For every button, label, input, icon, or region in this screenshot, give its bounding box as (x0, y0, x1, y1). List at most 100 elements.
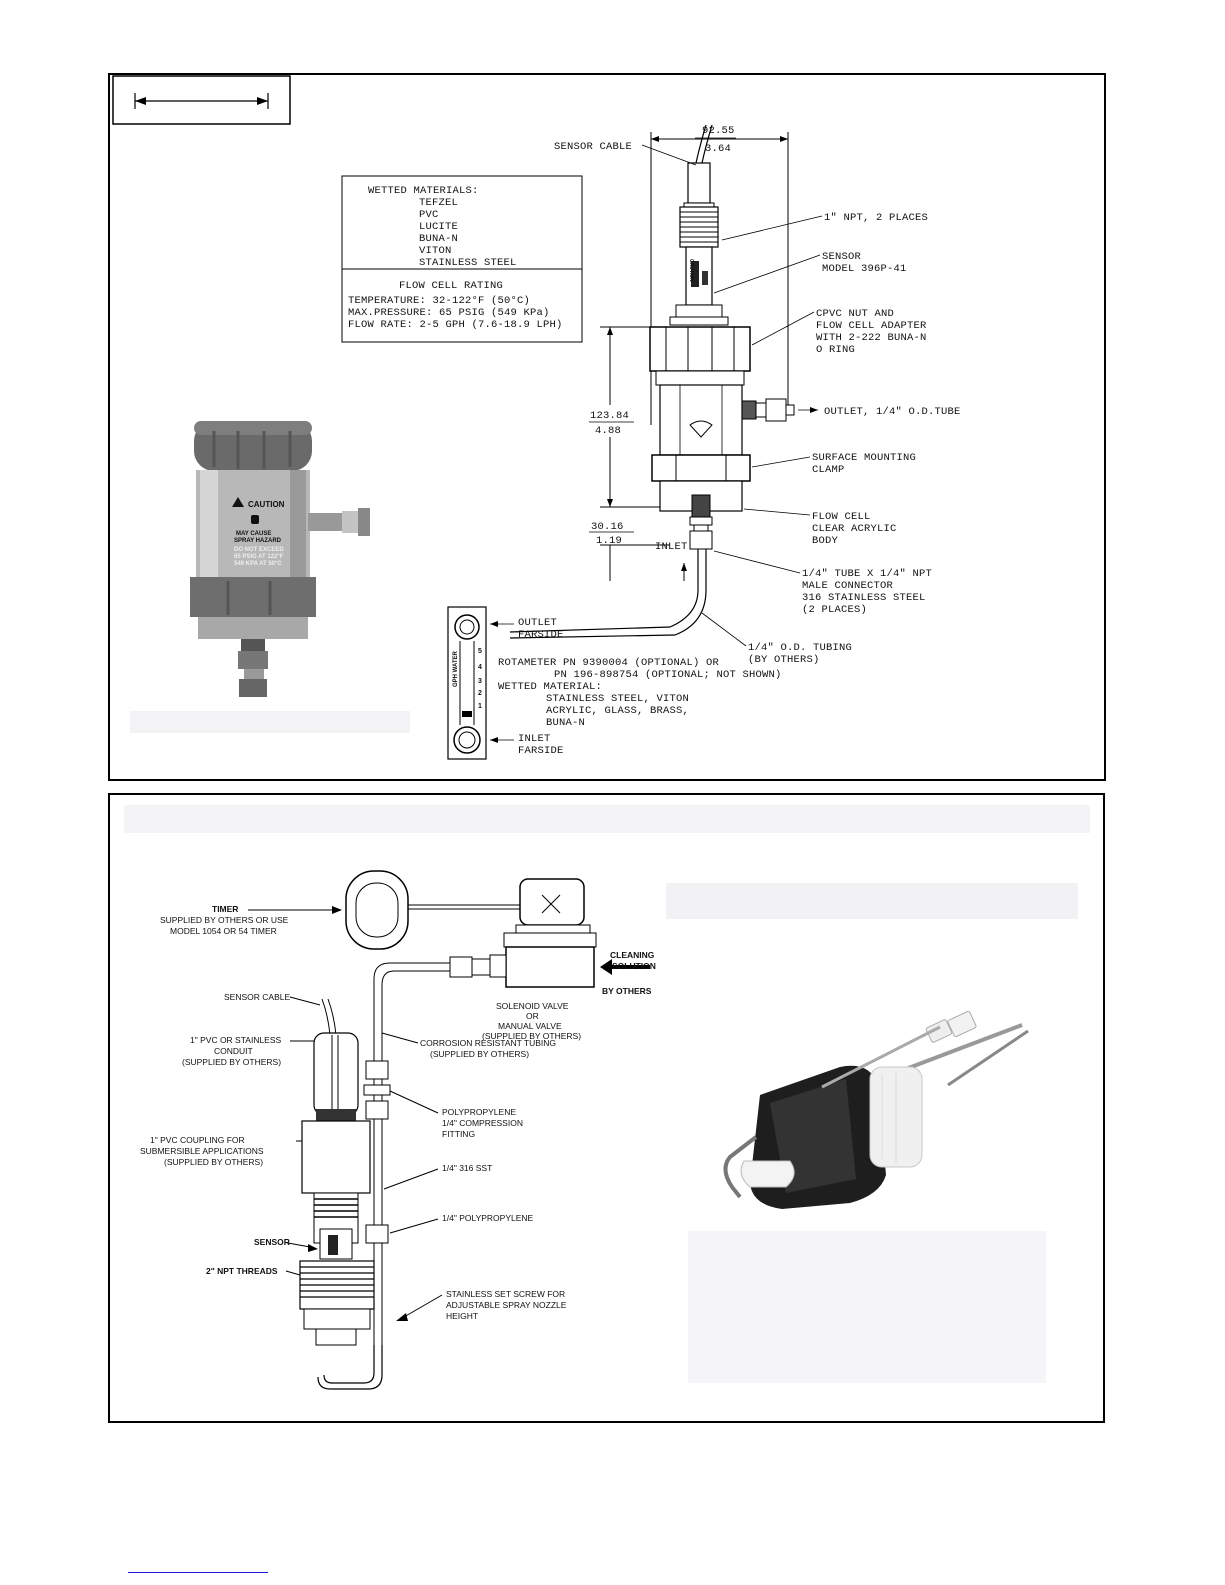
label-set-screw: ADJUSTABLE SPRAY NOZZLE (446, 1300, 567, 1310)
label-sensor: SENSOR (254, 1237, 290, 1247)
label-outlet: OUTLET, 1/4" O.D.TUBE (824, 406, 961, 418)
dim-height-mm: 123.84 (590, 410, 629, 422)
label-sensor-cable: SENSOR CABLE (554, 141, 632, 153)
materials-table: WETTED MATERIALS: TEFZEL PVC LUCITE BUNA… (341, 175, 583, 343)
svg-text:DO NOT EXCEED: DO NOT EXCEED (234, 547, 284, 553)
label-sensor: SENSOR (822, 251, 862, 263)
spray-cleaner-panel: TIMER SUPPLIED BY OTHERS OR USE MODEL 10… (108, 793, 1105, 1423)
svg-text:1: 1 (478, 703, 482, 710)
rotameter: 5 4 3 2 1 GPH WATER (447, 606, 487, 760)
spray-cleaner-drawing: TIMER SUPPLIED BY OTHERS OR USE MODEL 10… (124, 805, 1090, 1390)
label-rotameter: BUNA-N (546, 717, 585, 729)
label-inlet-farside: FARSIDE (518, 745, 564, 757)
label-sensor-model: MODEL 396P-41 (822, 263, 907, 275)
label-sst: 1/4" 316 SST (442, 1163, 492, 1173)
label-flow-cell: CLEAR ACRYLIC (812, 523, 897, 535)
material-item: TEFZEL (419, 197, 458, 209)
label-fitting: FITTING (442, 1129, 475, 1139)
dim-height-in: 4.88 (595, 425, 621, 437)
label-inlet-farside: INLET (518, 733, 551, 745)
dim-width-mm: 92.55 (702, 125, 735, 137)
material-item: LUCITE (419, 221, 458, 233)
dim-width-in: 3.64 (705, 143, 731, 155)
solenoid-valve (449, 878, 597, 988)
label-cleaning: SOLUTION (612, 961, 656, 971)
wetted-materials-title: WETTED MATERIALS: (368, 185, 479, 197)
svg-text:SPRAY HAZARD: SPRAY HAZARD (234, 538, 282, 544)
flow-cell-rating-title: FLOW CELL RATING (399, 280, 503, 292)
label-rotameter: ACRYLIC, GLASS, BRASS, (546, 705, 689, 717)
label-outlet-farside: OUTLET (518, 617, 557, 629)
caution-text: CAUTION (248, 500, 285, 509)
label-cleaning: CLEANING (610, 950, 655, 960)
label-rotameter: PN 196-898754 (OPTIONAL; NOT SHOWN) (554, 669, 782, 681)
label-timer: TIMER (212, 904, 238, 914)
label-connector: (2 PLACES) (802, 604, 867, 616)
material-item: STAINLESS STEEL (419, 257, 517, 269)
label-connector: 1/4" TUBE X 1/4" NPT (802, 568, 932, 580)
label-npt: 1" NPT, 2 PLACES (824, 212, 928, 224)
rating-flow: FLOW RATE: 2-5 GPH (7.6-18.9 LPH) (348, 319, 563, 331)
label-coupling: 1" PVC COUPLING FOR (150, 1135, 245, 1145)
label-nut: CPVC NUT AND (816, 308, 894, 320)
flow-cell-technical-drawing: 92.55 3.64 CAUTION (447, 124, 961, 760)
label-valve: (SUPPLIED BY OTHERS) (482, 1031, 581, 1041)
label-coupling: (SUPPLIED BY OTHERS) (164, 1157, 263, 1167)
warning-triangle-icon (232, 497, 244, 507)
dim-inlet-in: 1.19 (596, 535, 622, 547)
label-rotameter: STAINLESS STEEL, VITON (546, 693, 689, 705)
label-valve: SOLENOID VALVE (496, 1001, 569, 1011)
label-rotameter: ROTAMETER PN 9390004 (OPTIONAL) OR (498, 657, 720, 669)
label-nut: O RING (816, 344, 855, 356)
svg-text:65 PSIG AT 122°F: 65 PSIG AT 122°F (234, 554, 284, 560)
label-set-screw: STAINLESS SET SCREW FOR (446, 1289, 565, 1299)
label-connector: 316 STAINLESS STEEL (802, 592, 926, 604)
label-valve: MANUAL VALVE (498, 1021, 562, 1031)
label-tubing: (BY OTHERS) (748, 654, 820, 666)
material-item: VITON (419, 245, 452, 257)
svg-text:MAY CAUSE: MAY CAUSE (236, 531, 271, 537)
label-conduit: 1" PVC OR STAINLESS (190, 1035, 282, 1045)
label-flow-cell: BODY (812, 535, 839, 547)
label-connector: MALE CONNECTOR (802, 580, 894, 592)
flow-cell-photo: CAUTION MAY CAUSE SPRAY HAZARD DO NOT EX… (130, 421, 410, 733)
svg-text:4: 4 (478, 664, 482, 671)
material-item: PVC (419, 209, 439, 221)
svg-text:3: 3 (478, 678, 482, 685)
label-clamp: SURFACE MOUNTING (812, 452, 916, 464)
scale-indicator-box (112, 75, 291, 125)
flow-cell-panel: WETTED MATERIALS: TEFZEL PVC LUCITE BUNA… (108, 73, 1106, 781)
rating-pressure: MAX.PRESSURE: 65 PSIG (549 KPa) (348, 307, 550, 319)
material-item: BUNA-N (419, 233, 458, 245)
label-rotameter: WETTED MATERIAL: (498, 681, 602, 693)
label-timer: SUPPLIED BY OTHERS OR USE (160, 915, 289, 925)
dim-inlet-mm: 30.16 (591, 521, 624, 533)
label-threads: 2" NPT THREADS (206, 1266, 278, 1276)
rating-temperature: TEMPERATURE: 32-122°F (50°C) (348, 295, 530, 307)
timer (345, 870, 520, 950)
svg-text:GPH WATER: GPH WATER (453, 650, 459, 687)
label-coupling: SUBMERSIBLE APPLICATIONS (140, 1146, 264, 1156)
label-nut: FLOW CELL ADAPTER (816, 320, 927, 332)
label-set-screw: HEIGHT (446, 1311, 478, 1321)
label-outlet-farside: FARSIDE (518, 629, 564, 641)
label-sensor-cable: SENSOR CABLE (224, 992, 290, 1002)
label-valve: OR (526, 1011, 539, 1021)
label-tubing: CORROSION RESISTANT TUBING (420, 1038, 556, 1048)
sensor-caution-label: CAUTION (688, 259, 694, 282)
label-fitting: 1/4" COMPRESSION (442, 1118, 523, 1128)
label-conduit: (SUPPLIED BY OTHERS) (182, 1057, 281, 1067)
label-polyprop: 1/4" POLYPROPYLENE (442, 1213, 534, 1223)
label-inlet: INLET (655, 541, 688, 553)
label-fitting: POLYPROPYLENE (442, 1107, 516, 1117)
label-nut: WITH 2-222 BUNA-N (816, 332, 927, 344)
svg-text:5: 5 (478, 648, 482, 655)
label-tubing: 1/4" O.D. TUBING (748, 642, 852, 654)
svg-text:549 KPA AT 50°C: 549 KPA AT 50°C (234, 561, 282, 567)
label-clamp: CLAMP (812, 464, 845, 476)
label-conduit: CONDUIT (214, 1046, 253, 1056)
label-tubing: (SUPPLIED BY OTHERS) (430, 1049, 529, 1059)
label-flow-cell: FLOW CELL (812, 511, 871, 523)
label-timer: MODEL 1054 OR 54 TIMER (170, 926, 277, 936)
svg-text:2: 2 (478, 690, 482, 697)
